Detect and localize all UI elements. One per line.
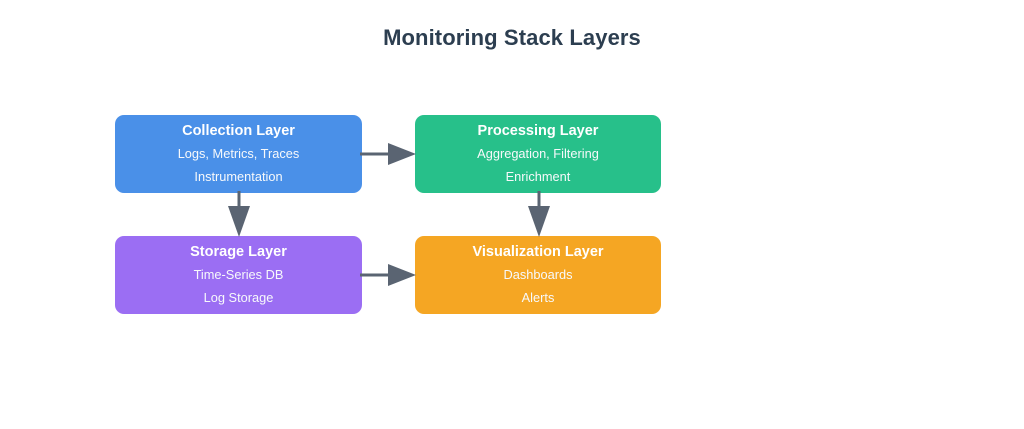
node-collection-layer-line1: Logs, Metrics, Traces [177, 145, 300, 161]
node-processing-layer-title: Processing Layer [477, 123, 599, 140]
node-processing-layer[interactable]: Processing Layer Aggregation, Filtering … [415, 115, 661, 193]
node-processing-layer-line2: Enrichment [505, 168, 571, 184]
page-title: Monitoring Stack Layers [383, 25, 641, 50]
node-collection-layer-title: Collection Layer [182, 123, 295, 140]
node-storage-layer-title: Storage Layer [190, 244, 287, 261]
node-collection-layer[interactable]: Collection Layer Logs, Metrics, Traces I… [115, 115, 362, 193]
arrow-right-icon-collection-to-processing [360, 140, 418, 168]
node-processing-layer-line1: Aggregation, Filtering [477, 145, 599, 161]
arrow-down-icon-processing-to-visualization [524, 191, 554, 239]
node-visualization-layer-line2: Alerts [521, 289, 555, 305]
node-storage-layer-line1: Time-Series DB [193, 266, 284, 282]
node-storage-layer[interactable]: Storage Layer Time-Series DB Log Storage [115, 236, 362, 314]
arrow-right-icon-storage-to-visualization [360, 261, 418, 289]
node-visualization-layer-title: Visualization Layer [472, 244, 604, 261]
node-collection-layer-line2: Instrumentation [194, 168, 283, 184]
arrow-down-icon-collection-to-storage [224, 191, 254, 239]
node-visualization-layer-line1: Dashboards [503, 266, 573, 282]
node-visualization-layer[interactable]: Visualization Layer Dashboards Alerts [415, 236, 661, 314]
node-storage-layer-line2: Log Storage [203, 289, 274, 305]
